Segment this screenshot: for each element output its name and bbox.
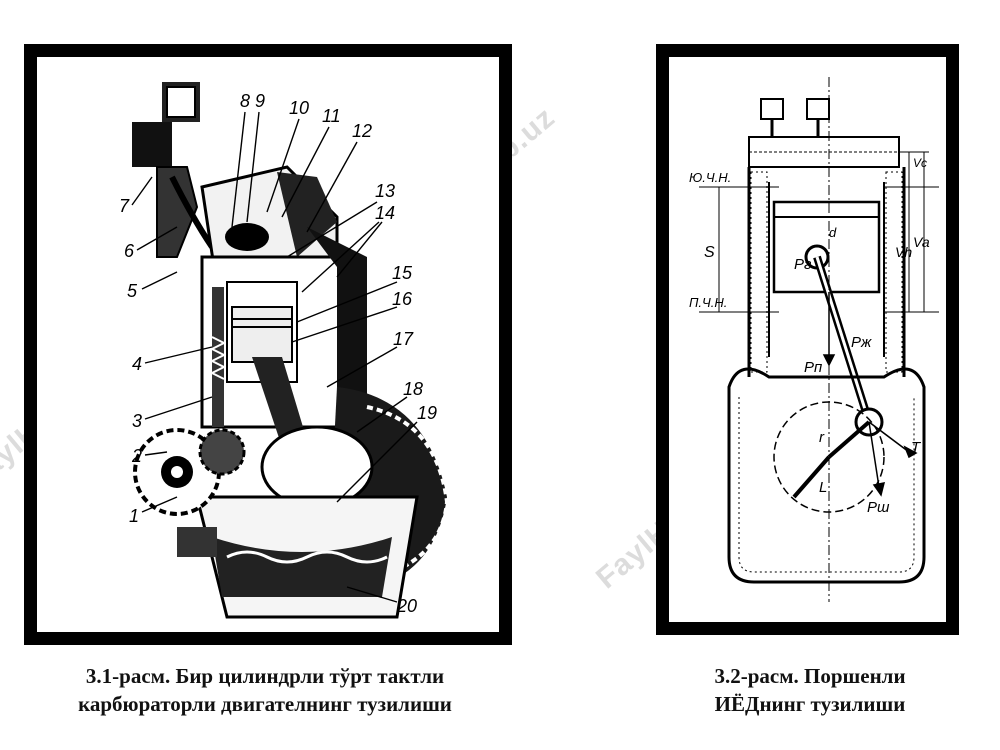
engine-cutaway-drawing: 1 2 3 4 5 6 7 8 9 10 11 12 13 14 15 16 1… bbox=[119, 82, 450, 619]
part-label-12: 12 bbox=[352, 121, 372, 141]
label-stroke: S bbox=[704, 244, 715, 261]
part-label-8: 8 bbox=[240, 91, 250, 111]
label-pj: Pж bbox=[851, 334, 872, 351]
part-label-11: 11 bbox=[322, 106, 341, 126]
caption-left: 3.1-расм. Бир цилиндрли тўрт тактли карб… bbox=[20, 662, 510, 718]
label-va: Va bbox=[913, 234, 930, 250]
label-l: L bbox=[819, 479, 827, 496]
caption-right-line2: ИЁДнинг тузилиши bbox=[714, 692, 906, 716]
part-label-4: 4 bbox=[132, 354, 142, 374]
label-vc: Vc bbox=[913, 156, 927, 170]
label-d: d bbox=[829, 225, 837, 240]
caption-right-line1: 3.2-расм. Поршенли bbox=[714, 664, 906, 688]
caption-left-line1: 3.1-расм. Бир цилиндрли тўрт тактли bbox=[85, 664, 445, 688]
part-label-18: 18 bbox=[403, 379, 423, 399]
figure-frame-right: Ю.Ч.Н. П.Ч.Н. S Vh Va Vc Pг Pж Pп r L T … bbox=[656, 44, 959, 635]
label-r: r bbox=[819, 429, 825, 446]
part-label-19: 19 bbox=[417, 403, 437, 423]
caption-right: 3.2-расм. Поршенли ИЁДнинг тузилиши bbox=[650, 662, 970, 718]
part-label-15: 15 bbox=[392, 263, 413, 283]
part-label-17: 17 bbox=[393, 329, 414, 349]
label-tdc: Ю.Ч.Н. bbox=[689, 170, 731, 185]
label-pg: Pг bbox=[794, 256, 812, 273]
part-label-2: 2 bbox=[131, 446, 142, 466]
label-psh: Pш bbox=[867, 499, 890, 516]
part-label-10: 10 bbox=[289, 98, 309, 118]
label-t: T bbox=[911, 439, 922, 456]
part-label-7: 7 bbox=[119, 196, 130, 216]
caption-left-line2: карбюраторли двигателнинг тузилиши bbox=[78, 692, 452, 716]
part-label-13: 13 bbox=[375, 181, 395, 201]
part-label-1: 1 bbox=[129, 506, 139, 526]
part-label-14: 14 bbox=[375, 203, 395, 223]
piston-engine-schematic: Ю.Ч.Н. П.Ч.Н. S Vh Va Vc Pг Pж Pп r L T … bbox=[689, 77, 939, 602]
figure-frame-left: 1 2 3 4 5 6 7 8 9 10 11 12 13 14 15 16 1… bbox=[24, 44, 512, 645]
part-label-20: 20 bbox=[396, 596, 417, 616]
label-pn: Pп bbox=[804, 359, 822, 376]
part-label-6: 6 bbox=[124, 241, 135, 261]
part-label-3: 3 bbox=[132, 411, 142, 431]
part-label-9: 9 bbox=[255, 91, 265, 111]
part-label-16: 16 bbox=[392, 289, 413, 309]
part-label-5: 5 bbox=[127, 281, 138, 301]
label-bdc: П.Ч.Н. bbox=[689, 295, 727, 310]
label-vh: Vh bbox=[895, 244, 912, 260]
